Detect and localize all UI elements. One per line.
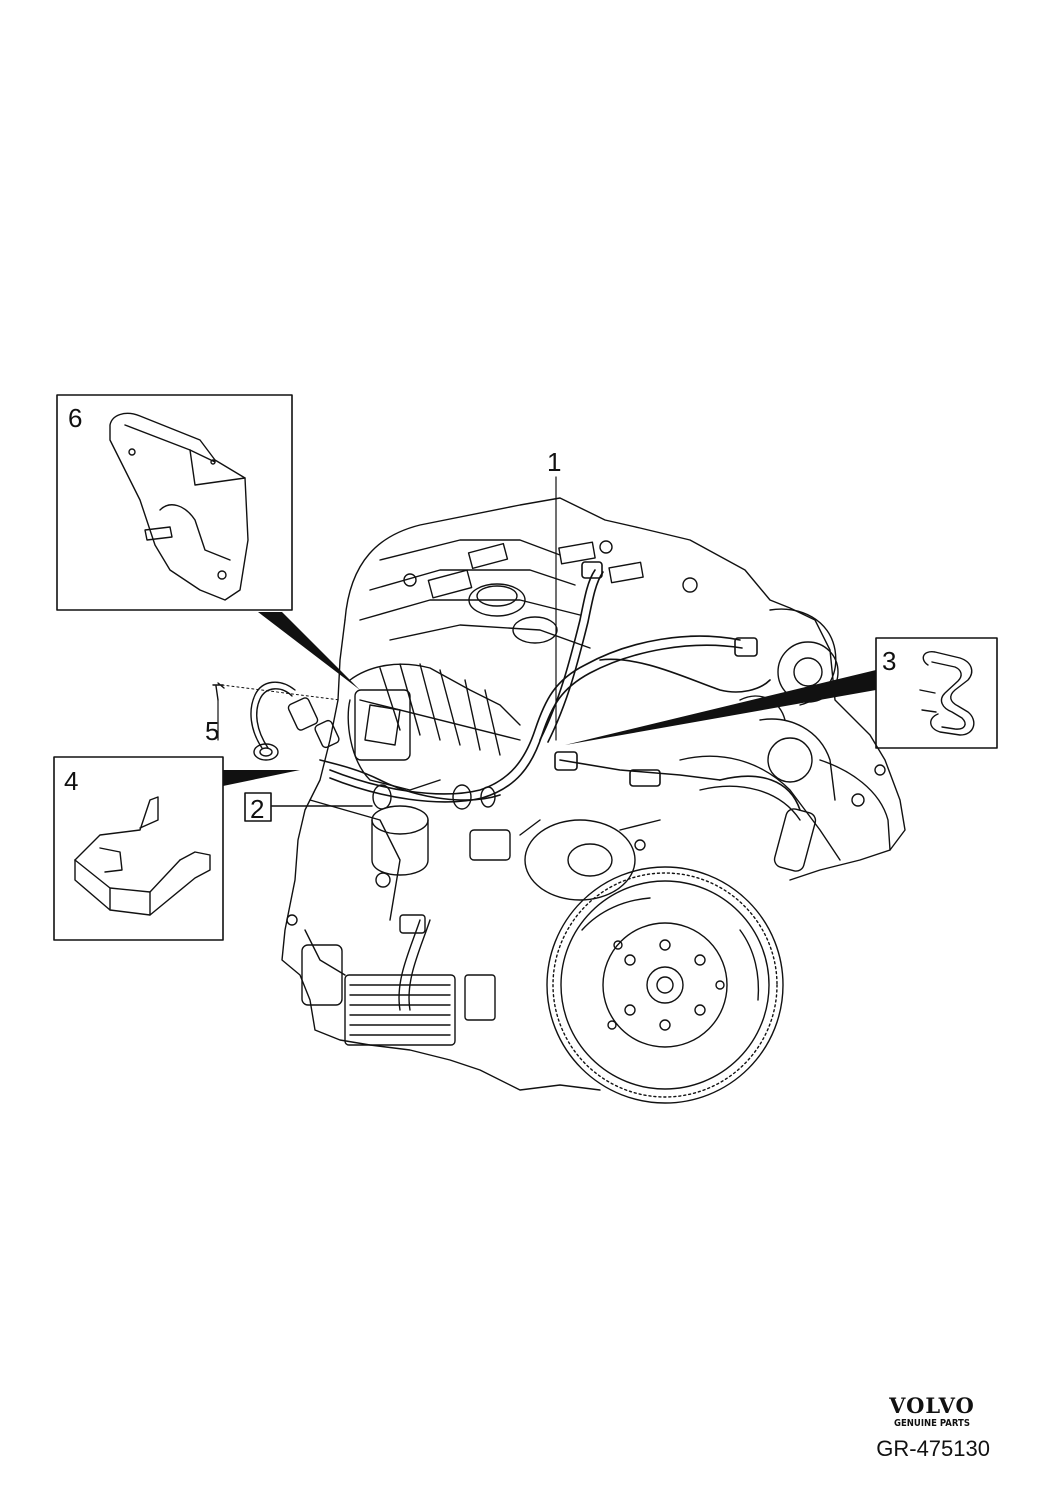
callout-4: 4: [64, 766, 79, 796]
inset-box-6: [56, 394, 293, 611]
callout-3: 3: [882, 646, 897, 676]
callout-5: 5: [205, 716, 220, 746]
clamp-location: [271, 784, 496, 810]
logo-tagline: GENUINE PARTS: [894, 1418, 970, 1429]
callout-1: 1: [547, 447, 562, 477]
leader-lines: [217, 476, 557, 741]
logo-brand: VOLVO: [889, 1393, 975, 1418]
callout-6: 6: [68, 403, 83, 433]
pointer-wedges: [223, 612, 876, 786]
volvo-logo: VOLVO GENUINE PARTS: [872, 1394, 992, 1430]
inset-box-4: [53, 756, 224, 941]
inset-box-3: [875, 637, 998, 749]
callout-2: 2: [250, 794, 265, 824]
engine-illustration: [281, 497, 906, 1091]
diagram-reference-number: GR-475130: [876, 1436, 990, 1461]
sensor-cable-part: [212, 681, 341, 761]
callout-2-frame: [244, 792, 272, 822]
wiring-harness: [319, 561, 801, 811]
flywheel: [546, 866, 784, 1104]
